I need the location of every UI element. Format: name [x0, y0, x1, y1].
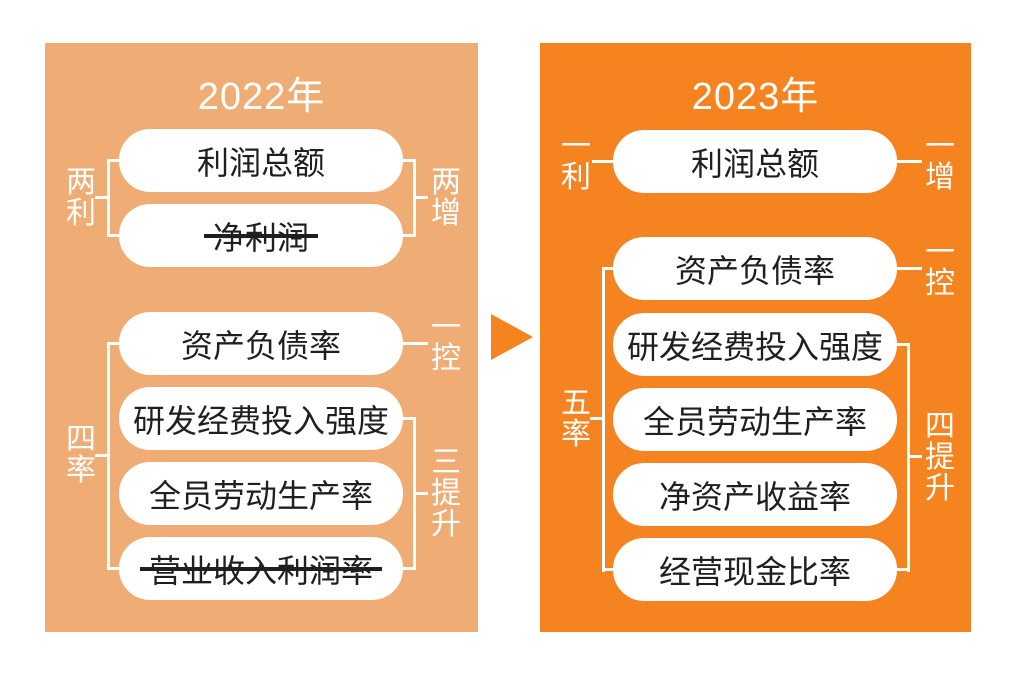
metric-label: 研发经费投入强度: [132, 402, 389, 439]
bracket-tick: [403, 234, 416, 237]
metric-box-operating-margin: 营业收入利润率: [119, 537, 403, 600]
bracket-line: [107, 342, 110, 570]
metric-label: 全员劳动生产率: [148, 477, 373, 514]
bracket-tick: [107, 159, 120, 162]
bracket-tick: [897, 343, 910, 346]
metric-label: 全员劳动生产率: [642, 403, 867, 440]
bracket-line: [907, 343, 910, 572]
bracket-tick: [107, 342, 120, 345]
bracket-label-yizeng: 一增: [925, 130, 955, 194]
bracket-tick: [403, 342, 428, 345]
bracket-tick: [897, 267, 922, 270]
metric-label-struck: 净利润: [203, 213, 319, 259]
metric-box-net-profit: 净利润: [119, 204, 403, 267]
bracket-tick: [403, 159, 416, 162]
metric-label-struck: 营业收入利润率: [139, 546, 383, 592]
metric-label: 净资产收益率: [658, 478, 851, 515]
metric-box-total-profit: 利润总额: [613, 130, 897, 193]
bracket-line: [413, 417, 416, 570]
metric-box-total-profit: 利润总额: [119, 129, 403, 192]
metric-label: 利润总额: [690, 145, 819, 182]
bracket-label-silv: 四率: [66, 423, 96, 487]
bracket-tick: [592, 160, 614, 163]
bracket-tick: [602, 267, 615, 270]
metric-box-debt-ratio: 资产负债率: [119, 312, 403, 375]
bracket-tick: [897, 160, 922, 163]
metric-box-debt-ratio: 资产负债率: [613, 237, 897, 300]
metric-label: 经营现金比率: [658, 553, 851, 590]
metric-label: 资产负债率: [674, 252, 835, 289]
bracket-tick: [95, 454, 107, 457]
metric-label: 利润总额: [196, 144, 325, 181]
bracket-line: [107, 159, 110, 237]
bracket-tick: [403, 417, 416, 420]
panel-2022-title: 2022年: [197, 76, 326, 118]
bracket-label-yili: 一利: [561, 130, 591, 194]
bracket-tick: [95, 196, 107, 199]
bracket-tick: [897, 568, 910, 571]
bracket-tick: [107, 567, 120, 570]
right-arrow-icon: [491, 314, 533, 360]
bracket-label-wulv: 五率: [561, 387, 591, 451]
metric-label: 资产负债率: [180, 327, 341, 364]
bracket-tick: [910, 455, 922, 458]
bracket-line: [413, 159, 416, 237]
bracket-label-liangli: 两利: [66, 166, 96, 230]
metric-label: 研发经费投入强度: [626, 328, 883, 365]
bracket-tick: [107, 234, 120, 237]
bracket-label-liangzeng: 两增: [431, 166, 461, 230]
metric-box-roe: 净资产收益率: [613, 463, 897, 526]
metric-box-labor-productivity: 全员劳动生产率: [119, 462, 403, 525]
metric-box-cash-ratio: 经营现金比率: [613, 538, 897, 601]
metric-box-rd-intensity: 研发经费投入强度: [119, 387, 403, 450]
bracket-tick: [416, 196, 428, 199]
bracket-line: [602, 267, 605, 572]
bracket-label-yikong: 一控: [431, 311, 461, 375]
panel-2023: 2023年 利润总额 资产负债率 研发经费投入强度 全员劳动生产率 净资产收益率…: [540, 43, 971, 632]
bracket-label-sitisheng: 四提升: [925, 410, 955, 505]
bracket-tick: [416, 492, 428, 495]
bracket-tick: [403, 567, 416, 570]
bracket-label-yikong: 一控: [925, 236, 955, 300]
bracket-tick: [602, 568, 615, 571]
metric-box-rd-intensity: 研发经费投入强度: [613, 313, 897, 376]
bracket-tick: [590, 417, 602, 420]
bracket-label-santisheng: 三提升: [431, 446, 461, 541]
metric-box-labor-productivity: 全员劳动生产率: [613, 388, 897, 451]
panel-2022: 2022年 利润总额 净利润 资产负债率 研发经费投入强度 全员劳动生产率 营业…: [45, 43, 478, 632]
panel-2023-title: 2023年: [691, 76, 820, 118]
